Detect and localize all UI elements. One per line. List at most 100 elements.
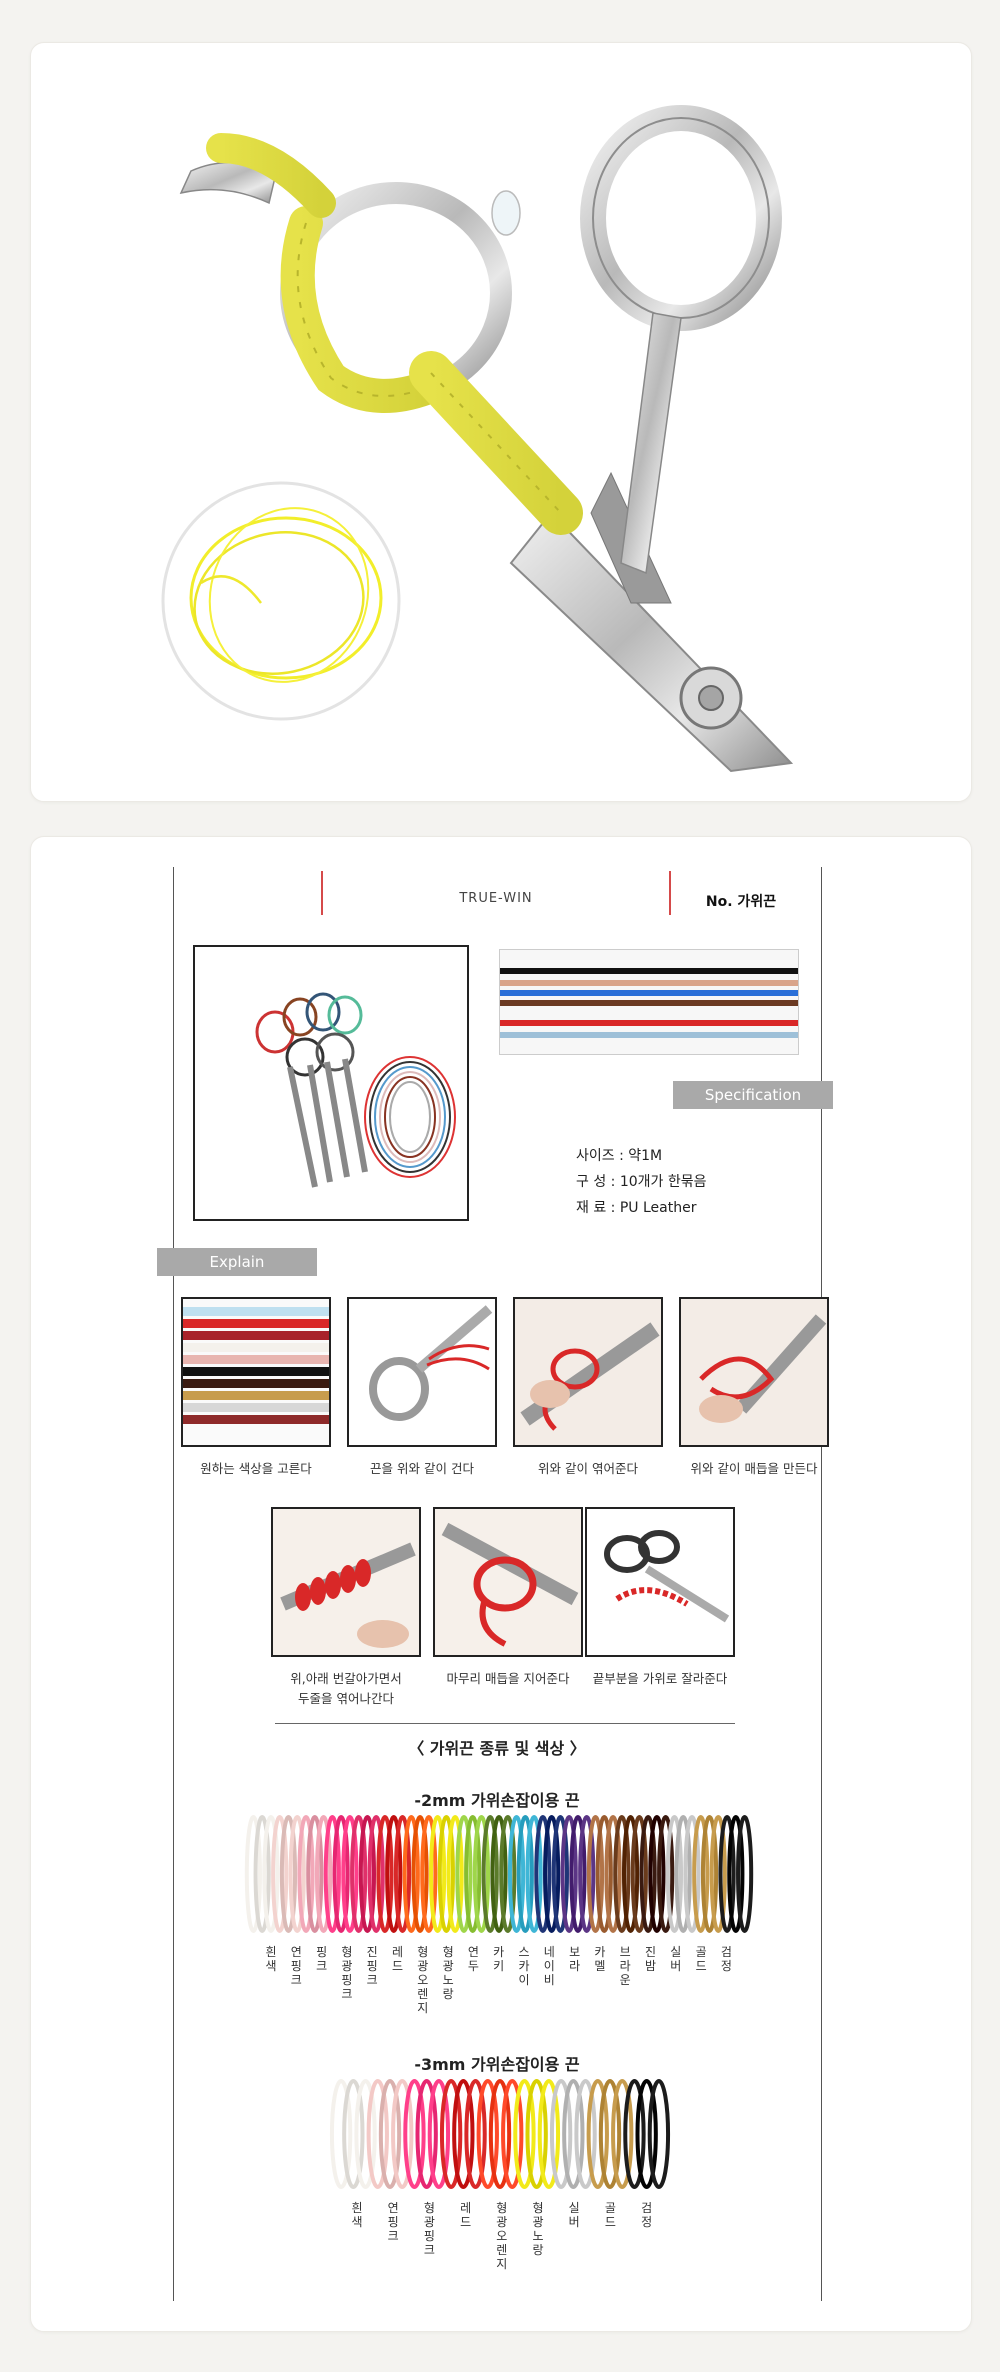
color-cord-coil [481, 1815, 499, 1933]
color-cord-coil [367, 1815, 385, 1933]
color-cord-coil [543, 1815, 561, 1933]
color-cord-coil [700, 1815, 719, 1933]
color-cord-coil [342, 2079, 365, 2189]
color-cord-coil [630, 1815, 648, 1933]
section-title: 〈 가위끈 종류 및 색상 〉 [408, 1739, 586, 1758]
color-cord-coil [332, 1815, 350, 1933]
color-cord-coil [306, 1815, 324, 1933]
color-cord-coil [393, 1815, 412, 1933]
step-2-image [347, 1297, 497, 1447]
step-5-caption: 위,아래 번갈아가면서 두줄을 엮어나간다 [290, 1671, 402, 1706]
color-cord-coil [709, 1815, 727, 1933]
color-cord-coil [358, 1815, 376, 1933]
color-cord-coil [464, 1815, 482, 1933]
spec-composition: 구 성 : 10개가 한묶음 [576, 1174, 707, 1190]
step-4-caption: 위와 같이 매듭을 만든다 [690, 1461, 818, 1476]
step-1-image [181, 1297, 331, 1447]
specification-tag: Specification [673, 1081, 833, 1109]
hero-card [30, 42, 972, 802]
explain-tag: Explain [157, 1248, 317, 1276]
color-cord-coil [639, 1815, 657, 1933]
color-cord-coil [623, 2079, 646, 2189]
color-cord-coil [574, 2079, 597, 2189]
color-cord-coil [253, 1815, 271, 1933]
color-cord-coil [439, 2079, 463, 2189]
color-cord-coil [586, 1815, 605, 1933]
color-cord-coil [378, 2079, 402, 2189]
color-cord-coil [279, 1815, 298, 1933]
color-cord-coil [736, 1815, 754, 1933]
spec-material: 재 료 : PU Leather [576, 1200, 697, 1216]
color-cord-coil [297, 1815, 315, 1933]
color-cord-coil [403, 2079, 426, 2189]
step-3-caption: 위와 같이 엮어준다 [538, 1461, 638, 1476]
color-cord-coil [288, 1815, 306, 1933]
color-cord-coil [420, 1815, 438, 1933]
color-cord-coil [455, 1815, 473, 1933]
range-2mm-title: -2mm 가위손잡이용 끈 [414, 1791, 580, 1810]
color-cord-coil [586, 2079, 609, 2189]
color-cord-coil [613, 1815, 631, 1933]
color-cord-coil [391, 2079, 414, 2189]
brand-name: TRUE-WIN [459, 891, 533, 906]
color-cord-coil [622, 1815, 640, 1933]
step-7-caption: 끝부분을 가위로 잘라준다 [592, 1671, 728, 1686]
color-cord-coil [501, 2079, 524, 2189]
color-cord-coil [452, 2079, 475, 2189]
red-divider [669, 871, 671, 915]
color-cord-coil [635, 2079, 658, 2189]
color-cord-coil [314, 1815, 333, 1933]
color-cord-coil [411, 1815, 429, 1933]
color-swatch-2mm [244, 1815, 754, 1933]
color-cord-coil [578, 1815, 596, 1933]
spec-size: 사이즈 : 약1M [576, 1148, 663, 1164]
step-3-image [513, 1297, 663, 1447]
step-6-image [433, 1507, 583, 1657]
color-cord-coil [376, 1815, 394, 1933]
color-cord-coil [427, 2079, 451, 2189]
color-cord-coil [329, 2079, 353, 2189]
color-cord-coil [683, 1815, 701, 1933]
color-cord-coil [513, 2079, 536, 2189]
color-cord-coil [648, 1815, 666, 1933]
left-border-line [173, 867, 174, 2301]
color-cord-coil [415, 2079, 438, 2189]
color-cord-coil [350, 1815, 368, 1933]
color-cord-coil [516, 1815, 534, 1933]
section-divider [275, 1723, 735, 1724]
color-cord-coil [472, 1815, 491, 1933]
step-7-image [585, 1507, 735, 1657]
color-cord-coil [551, 1815, 569, 1933]
color-cord-coil [323, 1815, 341, 1933]
color-cord-coil [534, 1815, 552, 1933]
color-cord-coil [604, 1815, 622, 1933]
color-cord-coil [595, 1815, 613, 1933]
color-cord-coil [244, 1815, 262, 1933]
color-cord-coil [354, 2079, 377, 2189]
step-6-caption: 마무리 매듭을 지어준다 [446, 1671, 570, 1686]
step-5-image [271, 1507, 421, 1657]
color-cord-coil [402, 1815, 420, 1933]
color-cord-coil [385, 1815, 403, 1933]
